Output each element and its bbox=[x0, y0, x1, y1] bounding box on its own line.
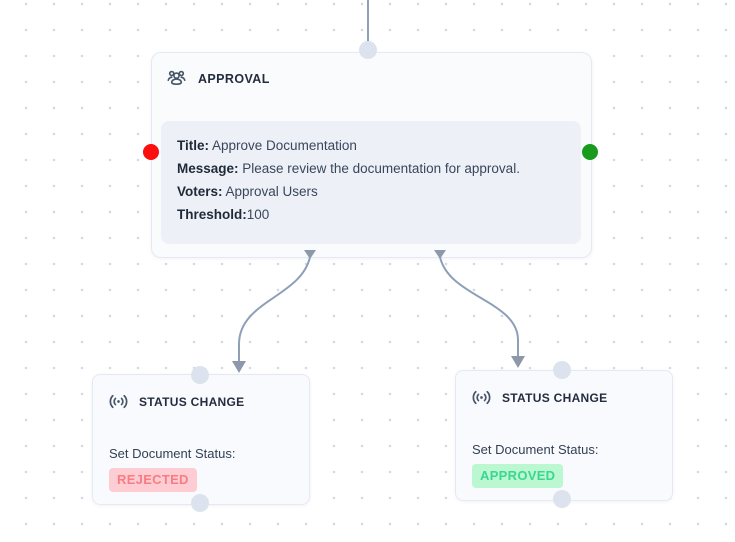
status-change-rejected-node[interactable]: STATUS CHANGE Set Document Status: REJEC… bbox=[92, 374, 310, 505]
rejected-status-badge: REJECTED bbox=[109, 468, 197, 492]
detail-voters: Voters: Approval Users bbox=[177, 180, 565, 203]
edge-arrowhead bbox=[232, 361, 246, 373]
approval-output-handle[interactable] bbox=[582, 144, 598, 160]
edge-approval-to-rejected[interactable] bbox=[232, 250, 316, 373]
edge-approval-to-approved[interactable] bbox=[434, 250, 525, 368]
detail-message: Message: Please review the documentation… bbox=[177, 157, 565, 180]
edge-curve[interactable] bbox=[439, 256, 519, 356]
status-rejected-body: Set Document Status: REJECTED bbox=[109, 445, 235, 492]
status-rejected-header: STATUS CHANGE bbox=[107, 390, 244, 413]
detail-threshold-label: Threshold: bbox=[177, 207, 247, 222]
broadcast-icon bbox=[107, 390, 130, 413]
detail-title: Title: Approve Documentation bbox=[177, 134, 565, 157]
broadcast-icon bbox=[470, 386, 493, 409]
detail-voters-value: Approval Users bbox=[222, 184, 318, 199]
detail-voters-label: Voters: bbox=[177, 184, 223, 199]
detail-message-label: Message: bbox=[177, 161, 239, 176]
detail-threshold: Threshold:100 bbox=[177, 203, 565, 226]
set-document-status-label: Set Document Status: bbox=[472, 442, 599, 457]
approval-details-panel: Title: Approve Documentation Message: Pl… bbox=[161, 121, 581, 244]
users-group-icon bbox=[165, 67, 188, 90]
detail-message-value: Please review the documentation for appr… bbox=[238, 161, 520, 176]
detail-title-label: Title: bbox=[177, 138, 210, 153]
approval-node[interactable]: APPROVAL Title: Approve Documentation Me… bbox=[151, 52, 592, 258]
status-change-approved-node[interactable]: STATUS CHANGE Set Document Status: APPRO… bbox=[455, 370, 673, 501]
status-approved-title: STATUS CHANGE bbox=[502, 390, 608, 405]
approval-input-handle[interactable] bbox=[143, 144, 159, 160]
status-approved-body: Set Document Status: APPROVED bbox=[472, 441, 598, 488]
set-document-status-label: Set Document Status: bbox=[109, 446, 236, 461]
edge-curve[interactable] bbox=[238, 256, 311, 361]
approval-node-header: APPROVAL bbox=[165, 67, 270, 90]
detail-threshold-value: 100 bbox=[246, 207, 270, 222]
status-rejected-title: STATUS CHANGE bbox=[139, 394, 245, 409]
approved-status-badge: APPROVED bbox=[472, 464, 564, 488]
detail-title-value: Approve Documentation bbox=[209, 138, 357, 153]
edge-arrowhead bbox=[511, 356, 525, 368]
status-approved-header: STATUS CHANGE bbox=[470, 386, 607, 409]
approval-node-title: APPROVAL bbox=[198, 71, 270, 86]
